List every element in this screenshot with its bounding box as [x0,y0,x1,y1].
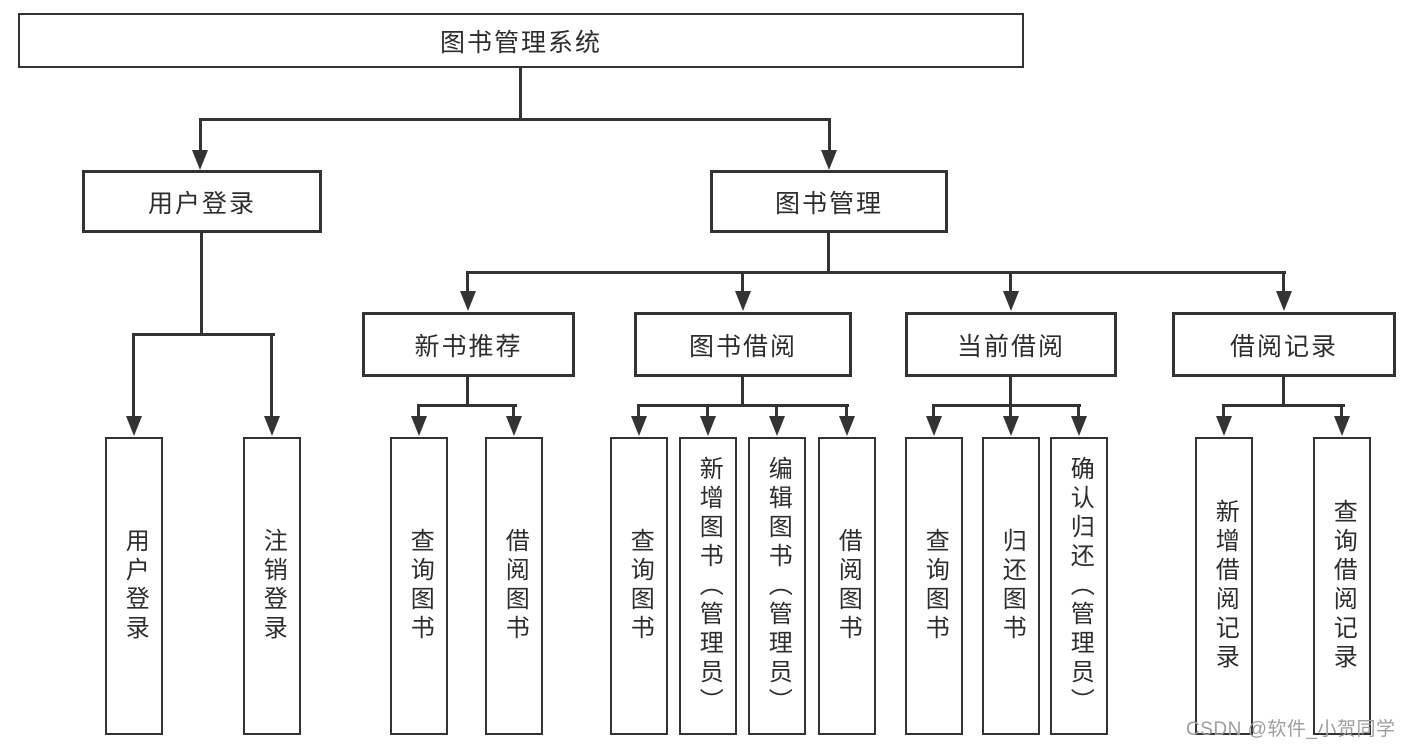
connector-arrow [264,416,280,436]
connector-line [1077,404,1080,418]
node-book-management: 图书管理 [710,170,948,233]
connector-line [637,404,640,418]
connector-line [1282,271,1285,293]
leaf-query-borrow-record: 查询借阅记录 [1313,437,1371,735]
connector-line [417,404,420,418]
connector-arrow [769,416,785,436]
connector-arrow [1334,416,1350,436]
node-current-borrow: 当前借阅 [905,312,1117,377]
connector-line [132,333,135,418]
connector-line [199,118,831,121]
connector-line [1222,404,1225,418]
connector-line [637,404,849,407]
connector-line [512,404,515,418]
connector-line [1222,404,1345,407]
leaf-logout: 注销登录 [243,437,301,735]
connector-arrow [506,416,522,436]
connector-line [1009,271,1012,293]
connector-line [827,233,830,273]
node-borrow-records: 借阅记录 [1172,312,1396,377]
connector-line [199,118,202,152]
connector-line [932,404,1081,407]
connector-line [519,68,522,118]
node-book-borrow: 图书借阅 [634,312,852,377]
connector-line [417,404,517,407]
connector-arrow [1216,416,1232,436]
leaf-borrow-books: 借阅图书 [818,437,876,735]
node-user-login: 用户登录 [82,170,322,233]
connector-line [1282,377,1285,406]
leaf-add-borrow-record: 新增借阅记录 [1195,437,1253,735]
leaf-edit-book-admin: 编辑图书（管理员） [748,437,806,735]
connector-arrow [126,416,142,436]
connector-arrow [460,291,476,311]
connector-arrow [735,291,751,311]
connector-line [467,271,1286,274]
connector-arrow [1003,416,1019,436]
connector-arrow [1071,416,1087,436]
leaf-return-book: 归还图书 [982,437,1040,735]
leaf-confirm-return-admin: 确认归还（管理员） [1050,437,1108,735]
leaf-query-books-recommend: 查询图书 [390,437,448,735]
connector-arrow [192,150,208,170]
connector-line [270,333,273,418]
connector-line [845,404,848,418]
connector-line [132,333,275,336]
connector-line [466,271,469,293]
node-new-book-recommend: 新书推荐 [362,312,575,377]
leaf-query-books-borrow: 查询图书 [610,437,668,735]
connector-arrow [700,416,716,436]
leaf-query-books-current: 查询图书 [905,437,963,735]
connector-arrow [1003,291,1019,311]
connector-arrow [839,416,855,436]
connector-line [1009,377,1012,406]
connector-line [200,233,203,336]
connector-line [1340,404,1343,418]
leaf-borrow-books-recommend: 借阅图书 [485,437,543,735]
leaf-add-book-admin: 新增图书（管理员） [679,437,737,735]
connector-arrow [1276,291,1292,311]
connector-line [932,404,935,418]
connector-line [741,271,744,293]
connector-line [1009,404,1012,418]
connector-arrow [411,416,427,436]
connector-line [775,404,778,418]
csdn-watermark: CSDN @软件_小贺同学 [1186,719,1396,740]
connector-arrow [926,416,942,436]
connector-line [741,377,744,406]
connector-line [828,118,831,152]
leaf-user-login: 用户登录 [105,437,163,735]
connector-arrow [631,416,647,436]
connector-line [466,377,469,406]
connector-line [706,404,709,418]
node-library-system: 图书管理系统 [18,13,1024,68]
connector-arrow [821,150,837,170]
